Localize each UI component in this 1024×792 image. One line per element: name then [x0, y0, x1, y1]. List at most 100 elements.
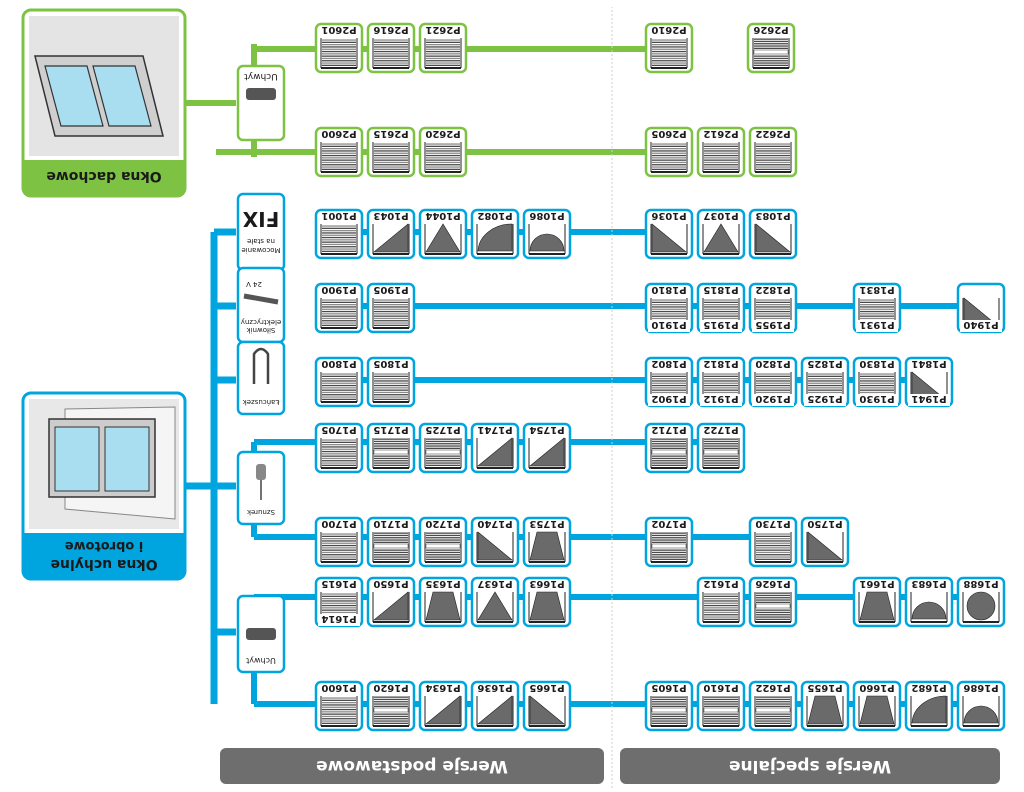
pleat	[322, 225, 356, 227]
pleat	[652, 537, 686, 539]
pleat	[374, 384, 408, 387]
pleat	[652, 460, 686, 462]
shade-gap	[651, 449, 687, 455]
pleat	[652, 161, 686, 164]
pleat	[426, 539, 460, 541]
label-bg	[700, 320, 742, 332]
fix-basic-2: P1044	[418, 208, 468, 260]
pleat	[756, 718, 790, 720]
pleat	[756, 544, 790, 547]
holder-top-special-4: P1688	[956, 576, 1006, 628]
product-code: P1086	[529, 210, 564, 221]
pleat	[322, 152, 356, 154]
pleat	[322, 542, 356, 544]
pleat	[374, 375, 408, 377]
triangle-shade	[425, 223, 461, 253]
pleat	[322, 243, 356, 246]
pleat	[322, 384, 356, 387]
pleat	[426, 46, 460, 48]
chain-basic-1: P1805	[366, 356, 416, 408]
pleat	[652, 50, 686, 53]
pleat	[756, 547, 790, 549]
pleat	[322, 604, 356, 607]
pleat	[426, 457, 460, 460]
pleat	[652, 48, 686, 50]
pleat	[374, 322, 408, 324]
product-code: P1635	[425, 578, 460, 589]
pleat	[756, 306, 790, 308]
pleat	[322, 389, 356, 391]
pleat	[704, 616, 738, 618]
triangle-shade	[477, 591, 513, 621]
cord-bottom-basic-4: P1753	[522, 516, 572, 568]
pleat	[426, 551, 460, 554]
pleat	[652, 44, 686, 46]
pleat	[704, 145, 738, 147]
product-card-frame	[314, 22, 364, 74]
pleat	[374, 387, 408, 389]
product-code: P1753	[529, 518, 564, 529]
pleat	[652, 715, 686, 718]
pleat	[756, 609, 790, 611]
pleat	[426, 48, 460, 50]
pleat	[756, 382, 790, 384]
pleat	[704, 154, 738, 157]
pleat	[652, 391, 686, 394]
pleat	[426, 438, 460, 440]
pleat	[756, 317, 790, 320]
pleat	[704, 604, 738, 607]
pleat	[860, 310, 894, 313]
pleat	[756, 616, 790, 618]
roof-top-special-1: P2626	[746, 22, 796, 74]
pleat	[652, 541, 686, 543]
pleat	[652, 455, 686, 457]
circle-shade	[966, 591, 996, 621]
pleat	[652, 703, 686, 705]
holder-bottom-basic-3: P1636	[470, 680, 520, 732]
pleat	[756, 722, 790, 724]
pleat	[652, 382, 686, 384]
pleat	[756, 601, 790, 603]
pleat	[374, 443, 408, 445]
pleat	[704, 602, 738, 604]
cord-top-basic-3: P1741	[470, 422, 520, 474]
cord-top-special-1: P1722	[696, 422, 746, 474]
pleat	[652, 551, 686, 554]
pleat	[374, 317, 408, 320]
pleat	[754, 40, 788, 43]
product-code: P1620	[373, 682, 408, 693]
pleat	[756, 310, 790, 313]
pleat	[652, 317, 686, 320]
label-bg	[960, 320, 1002, 332]
pleat	[374, 440, 408, 443]
pleat	[756, 168, 790, 170]
pleat	[704, 299, 738, 301]
label-bg	[752, 320, 794, 332]
pleat	[704, 375, 738, 377]
product-card-frame	[418, 126, 468, 178]
pleat	[860, 389, 894, 391]
pleat	[374, 457, 408, 460]
product-code-secondary: P1912	[703, 393, 738, 404]
pleat	[426, 50, 460, 53]
pleat	[704, 384, 738, 387]
pleat	[374, 462, 408, 464]
pleat	[322, 373, 356, 375]
pleat	[756, 159, 790, 161]
pleat	[374, 715, 408, 718]
triangle-shade	[755, 223, 791, 253]
pleat	[756, 713, 790, 715]
pleat	[704, 315, 738, 317]
label-bg	[752, 394, 794, 406]
product-code: P1830	[859, 358, 894, 369]
product-code: P1750	[807, 518, 842, 529]
pleat	[374, 145, 408, 147]
pleat	[704, 464, 738, 466]
pleat	[374, 301, 408, 303]
pleat	[374, 373, 408, 375]
pleat	[756, 597, 790, 599]
holder-bottom-basic-1: P1620	[366, 680, 416, 732]
pleat	[704, 317, 738, 320]
pleat	[322, 396, 356, 398]
pleat	[756, 535, 790, 537]
